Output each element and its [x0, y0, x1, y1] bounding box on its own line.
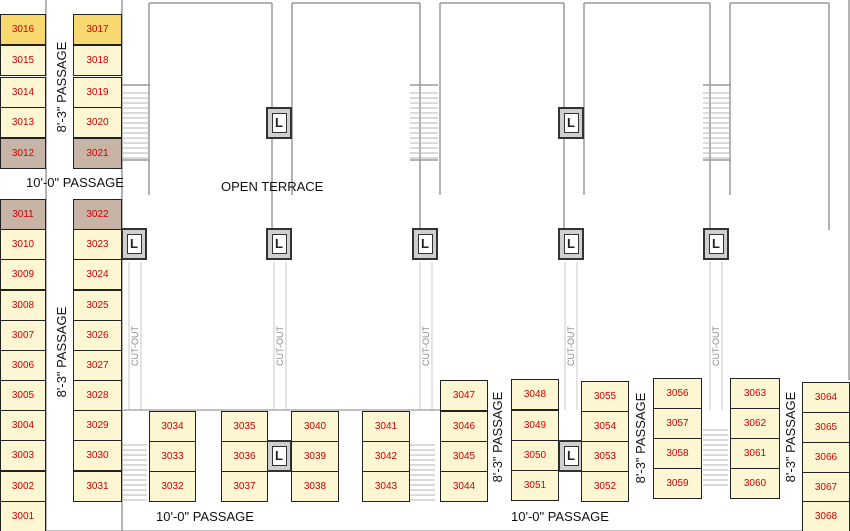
shop-unit-3016[interactable]: 3016: [0, 14, 46, 45]
shop-unit-3011[interactable]: 3011: [0, 199, 46, 230]
shop-unit-3041[interactable]: 3041: [362, 411, 410, 442]
shop-unit-3018[interactable]: 3018: [73, 45, 122, 76]
shop-unit-3068[interactable]: 3068: [802, 501, 850, 531]
shop-unit-3061[interactable]: 3061: [730, 438, 780, 469]
lift-icon: L: [558, 440, 584, 472]
shop-unit-3019[interactable]: 3019: [73, 77, 122, 108]
shop-unit-3002[interactable]: 3002: [0, 471, 46, 502]
shop-unit-3008[interactable]: 3008: [0, 290, 46, 321]
shop-unit-3063[interactable]: 3063: [730, 378, 780, 409]
shop-unit-3051[interactable]: 3051: [511, 470, 559, 501]
shop-unit-3052[interactable]: 3052: [581, 471, 629, 502]
shop-unit-3031[interactable]: 3031: [73, 471, 122, 502]
shop-unit-3020[interactable]: 3020: [73, 107, 122, 138]
shop-unit-3059[interactable]: 3059: [653, 468, 702, 499]
passage-label-vertical-left: 8'-3" PASSAGE: [54, 306, 69, 398]
shop-unit-3048[interactable]: 3048: [511, 379, 559, 410]
passage-label-bottom-right: 10'-0" PASSAGE: [511, 509, 609, 524]
shop-unit-3036[interactable]: 3036: [221, 441, 268, 472]
shop-unit-3062[interactable]: 3062: [730, 408, 780, 439]
shop-unit-3043[interactable]: 3043: [362, 471, 410, 502]
shop-unit-3057[interactable]: 3057: [653, 408, 702, 439]
shop-unit-3055[interactable]: 3055: [581, 381, 629, 412]
shop-unit-3025[interactable]: 3025: [73, 290, 122, 321]
shop-unit-3030[interactable]: 3030: [73, 440, 122, 471]
passage-label-vertical-j: 8'-3" PASSAGE: [783, 391, 798, 483]
shop-unit-3050[interactable]: 3050: [511, 440, 559, 471]
lift-icon: L: [558, 107, 584, 139]
shop-unit-3023[interactable]: 3023: [73, 229, 122, 260]
lift-icon: L: [703, 228, 729, 260]
shop-unit-3046[interactable]: 3046: [440, 411, 488, 442]
cut-out-label-3: CUT-OUT: [421, 326, 431, 366]
shop-unit-3001[interactable]: 3001: [0, 501, 46, 531]
lift-icon: L: [121, 228, 147, 260]
shop-unit-3053[interactable]: 3053: [581, 441, 629, 472]
shop-unit-3045[interactable]: 3045: [440, 441, 488, 472]
shop-unit-3009[interactable]: 3009: [0, 259, 46, 290]
lift-icon: L: [266, 228, 292, 260]
cut-out-label-2: CUT-OUT: [275, 326, 285, 366]
shop-unit-3060[interactable]: 3060: [730, 468, 780, 499]
passage-label-left: 10'-0" PASSAGE: [26, 175, 124, 190]
shop-unit-3054[interactable]: 3054: [581, 411, 629, 442]
passage-label-vertical-top: 8'-3" PASSAGE: [54, 41, 69, 133]
shop-unit-3022[interactable]: 3022: [73, 199, 122, 230]
shop-unit-3042[interactable]: 3042: [362, 441, 410, 472]
shop-unit-3049[interactable]: 3049: [511, 410, 559, 441]
shop-unit-3012[interactable]: 3012: [0, 138, 46, 169]
shop-unit-3067[interactable]: 3067: [802, 472, 850, 503]
shop-unit-3024[interactable]: 3024: [73, 259, 122, 290]
shop-unit-3064[interactable]: 3064: [802, 382, 850, 413]
shop-unit-3014[interactable]: 3014: [0, 77, 46, 108]
shop-unit-3006[interactable]: 3006: [0, 350, 46, 381]
shop-unit-3003[interactable]: 3003: [0, 440, 46, 471]
cut-out-label-4: CUT-OUT: [566, 326, 576, 366]
shop-unit-3065[interactable]: 3065: [802, 412, 850, 443]
shop-unit-3056[interactable]: 3056: [653, 378, 702, 409]
passage-label-vertical-e: 8'-3" PASSAGE: [490, 391, 505, 483]
shop-unit-3010[interactable]: 3010: [0, 229, 46, 260]
passage-label-bottom-left: 10'-0" PASSAGE: [156, 509, 254, 524]
lift-icon: L: [558, 228, 584, 260]
shop-unit-3007[interactable]: 3007: [0, 320, 46, 351]
shop-unit-3034[interactable]: 3034: [149, 411, 196, 442]
shop-unit-3021[interactable]: 3021: [73, 138, 122, 169]
shop-unit-3040[interactable]: 3040: [291, 411, 339, 442]
open-terrace-label: OPEN TERRACE: [221, 179, 324, 194]
shop-unit-3035[interactable]: 3035: [221, 411, 268, 442]
shop-unit-3058[interactable]: 3058: [653, 438, 702, 469]
shop-unit-3017[interactable]: 3017: [73, 14, 122, 45]
passage-label-vertical-h: 8'-3" PASSAGE: [633, 392, 648, 484]
shop-unit-3038[interactable]: 3038: [291, 471, 339, 502]
lift-icon: L: [412, 228, 438, 260]
shop-unit-3004[interactable]: 3004: [0, 410, 46, 441]
cut-out-label-1: CUT-OUT: [130, 326, 140, 366]
shop-unit-3005[interactable]: 3005: [0, 380, 46, 411]
shop-unit-3013[interactable]: 3013: [0, 107, 46, 138]
shop-unit-3032[interactable]: 3032: [149, 471, 196, 502]
shop-unit-3028[interactable]: 3028: [73, 380, 122, 411]
shop-unit-3037[interactable]: 3037: [221, 471, 268, 502]
shop-unit-3027[interactable]: 3027: [73, 350, 122, 381]
shop-unit-3066[interactable]: 3066: [802, 442, 850, 473]
lift-icon: L: [266, 440, 292, 472]
shop-unit-3044[interactable]: 3044: [440, 471, 488, 502]
cut-out-label-5: CUT-OUT: [711, 326, 721, 366]
shop-unit-3039[interactable]: 3039: [291, 441, 339, 472]
shop-unit-3033[interactable]: 3033: [149, 441, 196, 472]
lift-icon: L: [266, 107, 292, 139]
shop-unit-3047[interactable]: 3047: [440, 380, 488, 411]
shop-unit-3029[interactable]: 3029: [73, 410, 122, 441]
shop-unit-3026[interactable]: 3026: [73, 320, 122, 351]
shop-unit-3015[interactable]: 3015: [0, 45, 46, 76]
